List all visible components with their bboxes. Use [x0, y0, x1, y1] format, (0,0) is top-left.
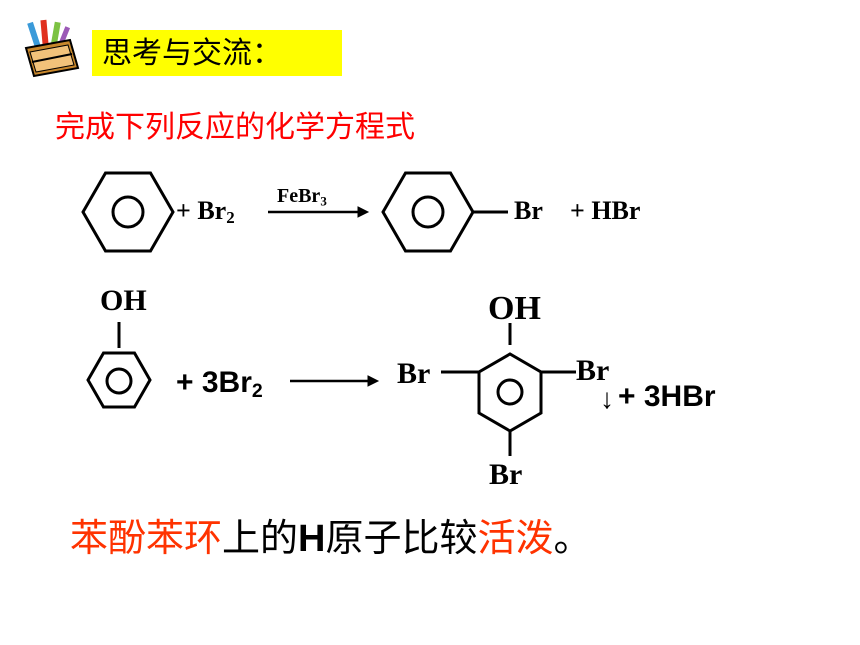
benzene-ring-icon [81, 171, 175, 253]
phenol-ring-icon [86, 351, 152, 409]
reaction2-br-right: Br [576, 354, 610, 387]
reaction2-br-left: Br [397, 357, 431, 390]
reaction1-product-br: Br [514, 196, 543, 225]
reaction2-product-oh: OH [488, 290, 541, 327]
conclusion-text-b: 原子比较 [325, 516, 478, 560]
benzene-circle-icon [111, 195, 145, 229]
conclusion-sentence: 苯酚苯环上的H原子比较活泼。 [70, 515, 592, 562]
conclusion-period: 。 [553, 516, 592, 560]
reaction1-byproduct: + HBr [570, 196, 641, 225]
reaction2-byproduct: + 3HBr [618, 380, 716, 413]
precipitate-arrow-icon: ↓ [600, 383, 614, 414]
pencil-cup-icon [24, 19, 80, 78]
reaction2-reactant-oh: OH [100, 284, 147, 317]
conclusion-h: H [298, 518, 326, 560]
reaction2-reactant-plus: + 3Br2 [176, 366, 263, 402]
conclusion-text-a: 上的 [222, 516, 299, 560]
header-highlight [92, 30, 342, 76]
header-title: 思考与交流： [102, 36, 282, 71]
conclusion-phenol-ring: 苯酚苯环 [70, 516, 223, 560]
bromobenzene-ring-icon [381, 171, 475, 253]
conclusion-active: 活泼 [477, 516, 554, 560]
subtitle: 完成下列反应的化学方程式 [55, 110, 415, 145]
reaction1-reactant-plus: + Br2 [176, 196, 235, 228]
tribromophenol-ring-icon [477, 352, 543, 433]
reaction2-br-bottom: Br [489, 458, 523, 491]
reaction1-catalyst: FeBr3 [277, 185, 327, 209]
